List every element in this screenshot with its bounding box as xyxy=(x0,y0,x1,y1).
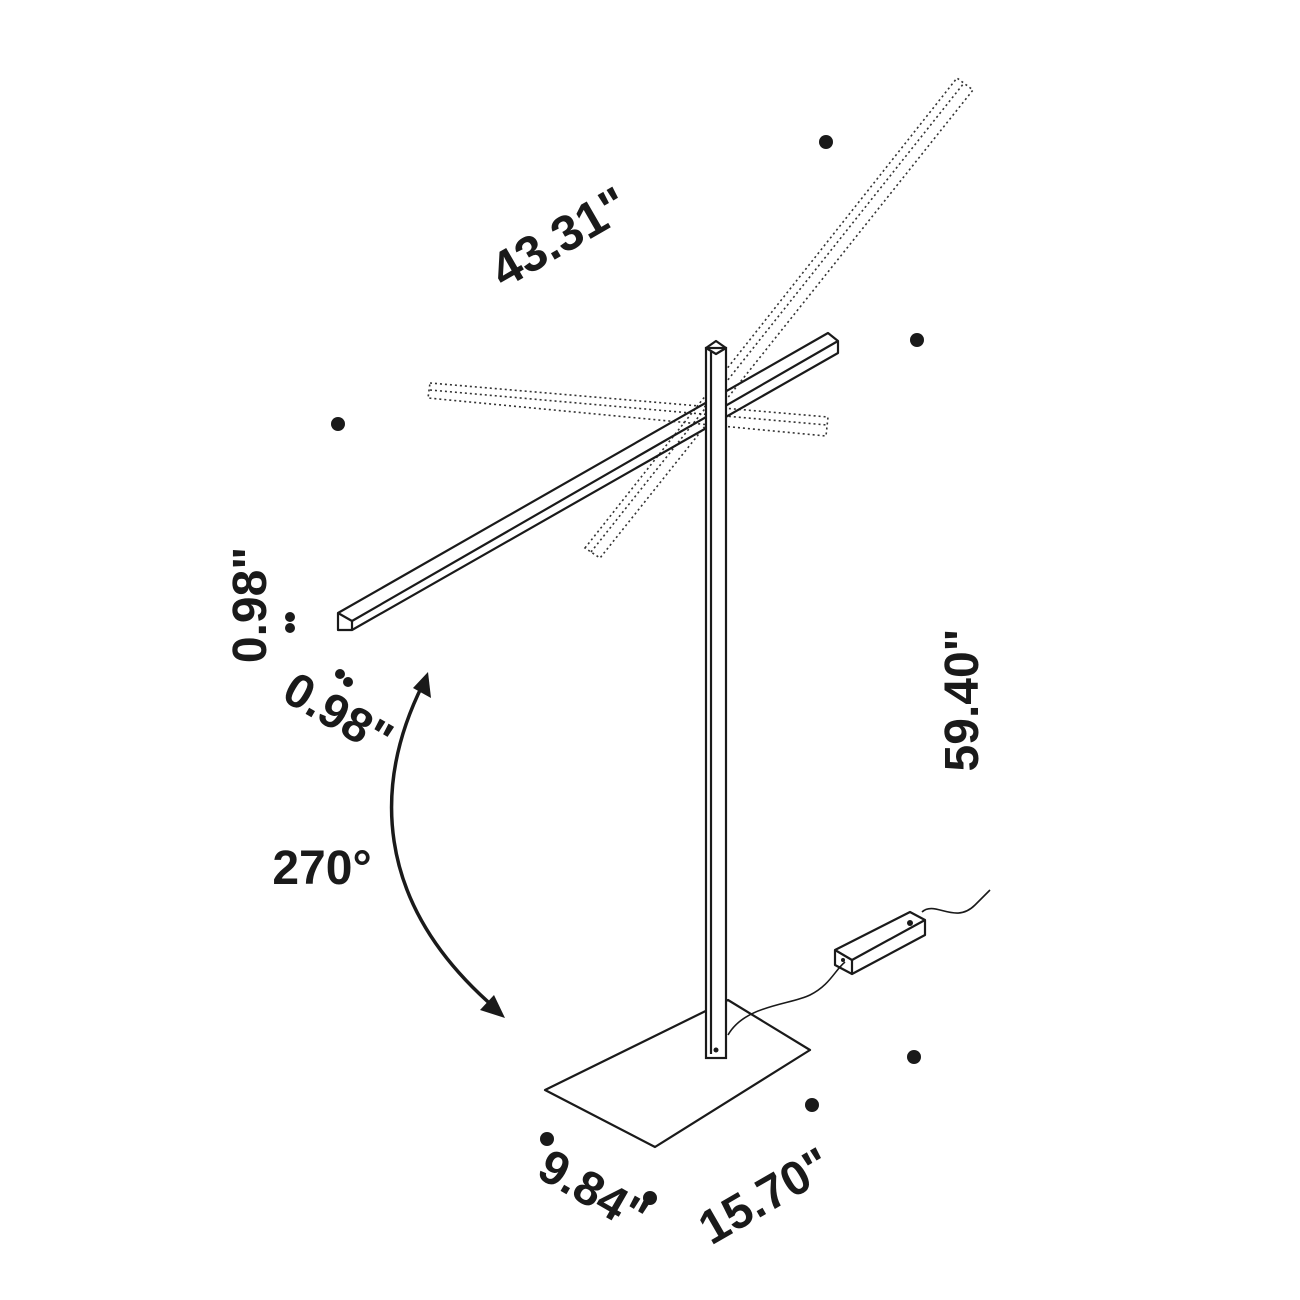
lamp-arm xyxy=(336,331,840,632)
dot-height-bottom xyxy=(907,1050,921,1064)
arm-length-label: 43.31" xyxy=(481,176,638,299)
arm-height-label: 0.98" xyxy=(224,547,277,663)
power-driver-box xyxy=(833,910,927,976)
dimension-dots xyxy=(285,135,924,1205)
lamp-pole xyxy=(704,339,728,1060)
dot-arm-end-lower-2 xyxy=(343,677,353,687)
ghost-arm-raised xyxy=(583,76,975,560)
dot-base-right xyxy=(805,1098,819,1112)
rotation-label: 270° xyxy=(272,842,371,895)
dot-arm-right xyxy=(910,333,924,347)
total-height-label: 59.40" xyxy=(936,629,989,772)
dot-arm-end-upper xyxy=(285,612,295,622)
lamp-base xyxy=(543,998,812,1149)
dot-arm-end-upper-2 xyxy=(285,623,295,633)
ghost-arm-crossing xyxy=(427,382,829,437)
base-width-label: 15.70" xyxy=(690,1138,840,1255)
power-cable xyxy=(727,889,991,1036)
dot-arm-end-lower xyxy=(335,669,345,679)
base-depth-label: 9.84" xyxy=(529,1140,656,1244)
dot-base-left xyxy=(540,1132,554,1146)
dot-base-front xyxy=(643,1191,657,1205)
rotation-arrow xyxy=(389,672,505,1018)
dot-arm-top-right xyxy=(819,135,833,149)
dot-arm-left xyxy=(331,417,345,431)
